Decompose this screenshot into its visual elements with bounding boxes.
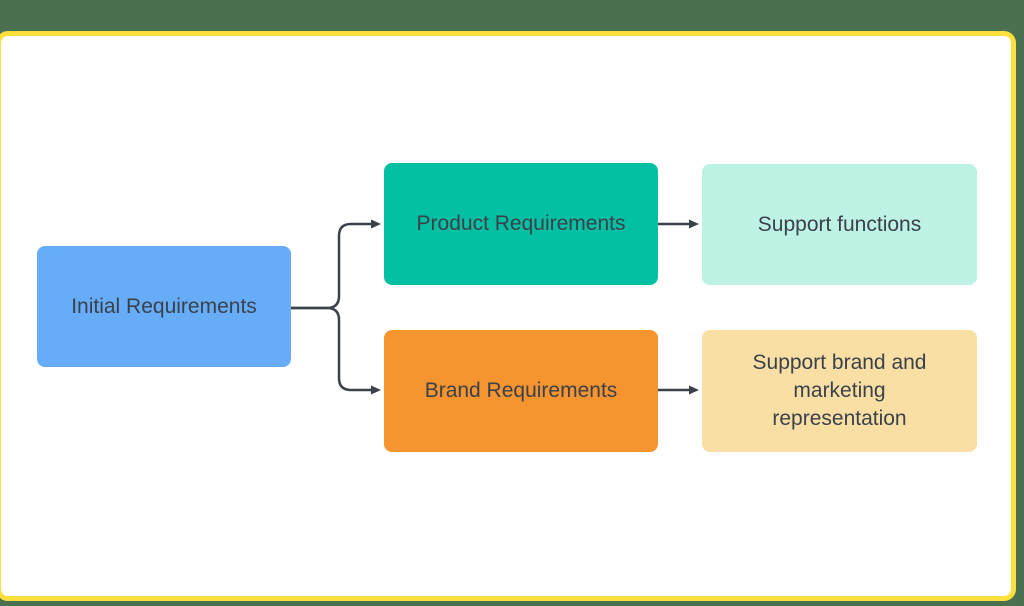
node-label: Support functions — [757, 212, 922, 236]
node-support-brand-marketing[interactable]: Support brand and marketing representati… — [702, 330, 977, 452]
connector-initial-to-brand[interactable] — [291, 306, 381, 395]
node-brand-requirements[interactable]: Brand Requirements — [384, 330, 658, 452]
node-support-functions[interactable]: Support functions — [702, 164, 977, 285]
node-product-requirements[interactable]: Product Requirements — [384, 163, 658, 285]
node-label: Initial Requirements — [71, 294, 257, 318]
node-label: Brand Requirements — [424, 379, 618, 402]
connector-initial-to-product[interactable] — [291, 219, 381, 310]
node-initial-requirements[interactable]: Initial Requirements — [37, 246, 291, 367]
node-label: Product Requirements — [416, 212, 626, 235]
node-label: Support brand and marketing representati… — [752, 351, 927, 430]
